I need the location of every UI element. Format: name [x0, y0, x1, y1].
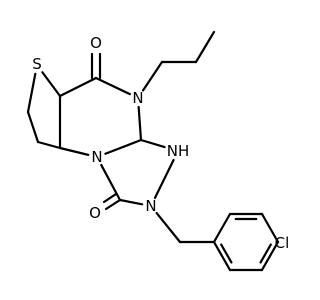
bond-layer — [26, 30, 280, 272]
atom-label-s1: S — [32, 55, 42, 73]
bond-c3a-nh — [139, 138, 166, 149]
bond-nh-n2 — [153, 158, 175, 200]
bond-c10-s — [26, 72, 37, 114]
bond-c5-n4 — [94, 76, 131, 96]
atom-label-layer: S O N N NH N O Cl — [32, 34, 289, 252]
bond-a1-a2 — [212, 212, 232, 244]
atom-label-n2: N — [145, 197, 156, 215]
atom-label-n4: N — [132, 89, 143, 107]
bond-n2-c2 — [118, 198, 144, 206]
bond-p2-p3 — [194, 30, 216, 64]
atom-label-cl: Cl — [275, 234, 290, 252]
bond-a4-a5 — [260, 240, 280, 272]
bond-n1-c8a — [58, 146, 90, 156]
atom-label-o1: O — [90, 34, 102, 52]
structure-diagram: S O N N NH N O Cl — [26, 30, 289, 272]
bond-c7a-c5 — [58, 76, 98, 98]
bond-a4-a5-inner — [259, 243, 272, 264]
bond-c3a-n1 — [104, 138, 143, 155]
atom-label-nh: NH — [167, 142, 190, 160]
bond-c8a-c9 — [36, 140, 62, 150]
bond-n4-c3a — [137, 105, 143, 142]
bond-c2-n1 — [100, 163, 122, 202]
atom-label-o2: O — [89, 204, 101, 222]
bond-s-c7a — [41, 71, 62, 98]
bond-c2-o2-b — [102, 192, 118, 204]
bond-n2-ch2 — [155, 211, 182, 244]
bond-a3-a4 — [260, 212, 280, 244]
atom-label-n1: N — [91, 148, 102, 166]
bond-c9-c10 — [26, 110, 40, 144]
bond-n4-p1 — [141, 60, 164, 92]
molecule-viewer: S O N N NH N O Cl — [26, 30, 290, 272]
bond-c2-o2-a — [104, 198, 122, 211]
bond-a6-a1 — [212, 240, 232, 272]
bond-a6-a1-inner — [220, 243, 233, 264]
